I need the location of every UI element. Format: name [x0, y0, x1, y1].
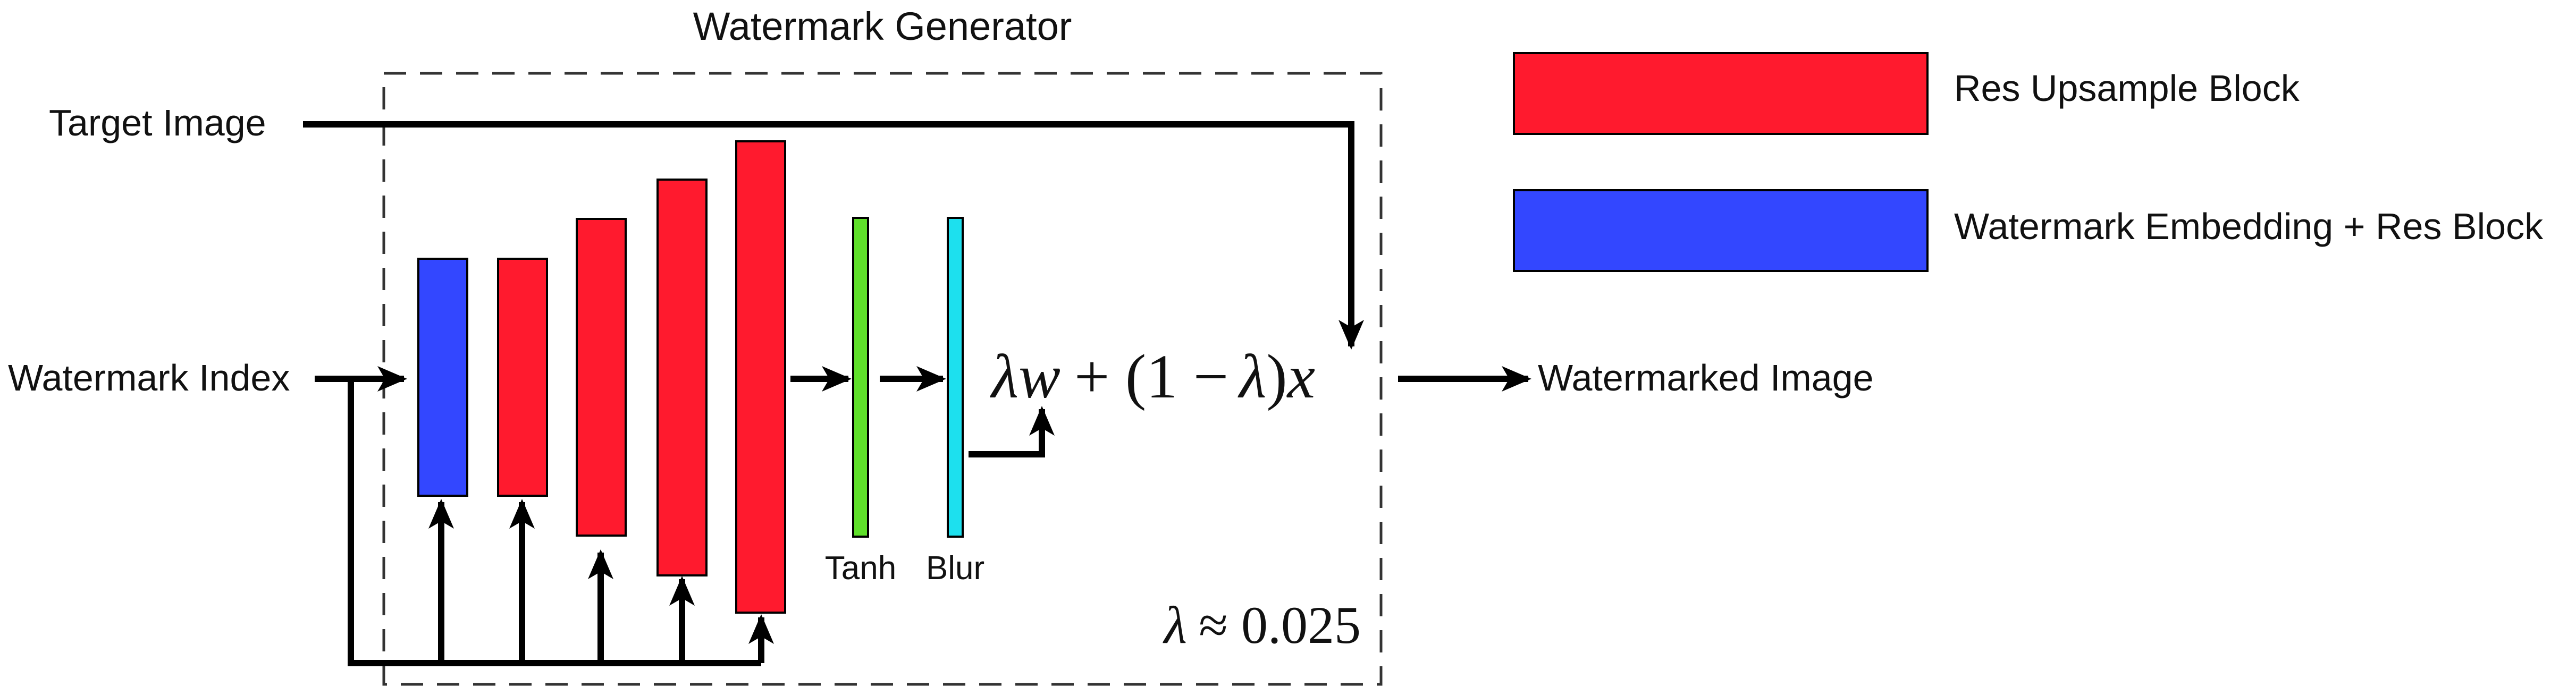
legend-label-res-upsample: Res Upsample Block	[1954, 67, 2300, 109]
target-image-arrow	[303, 121, 1364, 350]
legend-swatch-res-upsample	[1513, 52, 1929, 135]
res-upsample-block-2	[576, 218, 627, 537]
lambda-value-approx: ≈ 0.025	[1199, 596, 1361, 655]
formula-close: )	[1266, 342, 1287, 411]
res-upsample-block-1	[497, 258, 548, 497]
target-image-label: Target Image	[49, 102, 266, 143]
formula-plus-one: + (1 −	[1074, 342, 1228, 411]
blur-layer	[947, 217, 964, 538]
lambda-value: λ≈ 0.025	[1163, 596, 1361, 655]
watermarked-image-label: Watermarked Image	[1538, 357, 1874, 398]
formula-lambda-2: λ	[1238, 342, 1266, 411]
res-upsample-block-3	[656, 179, 708, 576]
res-upsample-block-4	[735, 140, 786, 614]
tanh-label: Tanh	[825, 550, 896, 587]
blend-formula: λw+ (1 −λ)x	[990, 342, 1315, 411]
legend-swatch-embedding	[1513, 189, 1929, 272]
blur-label: Blur	[926, 550, 984, 587]
lambda-value-symbol: λ	[1163, 596, 1187, 655]
diagram-title: Watermark Generator	[693, 4, 1072, 48]
index-broadcast-line	[348, 379, 761, 666]
formula-w: w	[1018, 342, 1060, 411]
formula-lambda: λ	[990, 342, 1018, 411]
formula-x: x	[1286, 342, 1315, 411]
blur-to-formula-arrow	[969, 406, 1055, 457]
embedding-res-block	[417, 258, 468, 497]
tanh-layer	[852, 217, 869, 538]
legend-label-embedding: Watermark Embedding + Res Block	[1954, 206, 2544, 247]
legend: Res Upsample Block Watermark Embedding +…	[1513, 52, 2544, 272]
watermark-index-label: Watermark Index	[8, 357, 290, 398]
